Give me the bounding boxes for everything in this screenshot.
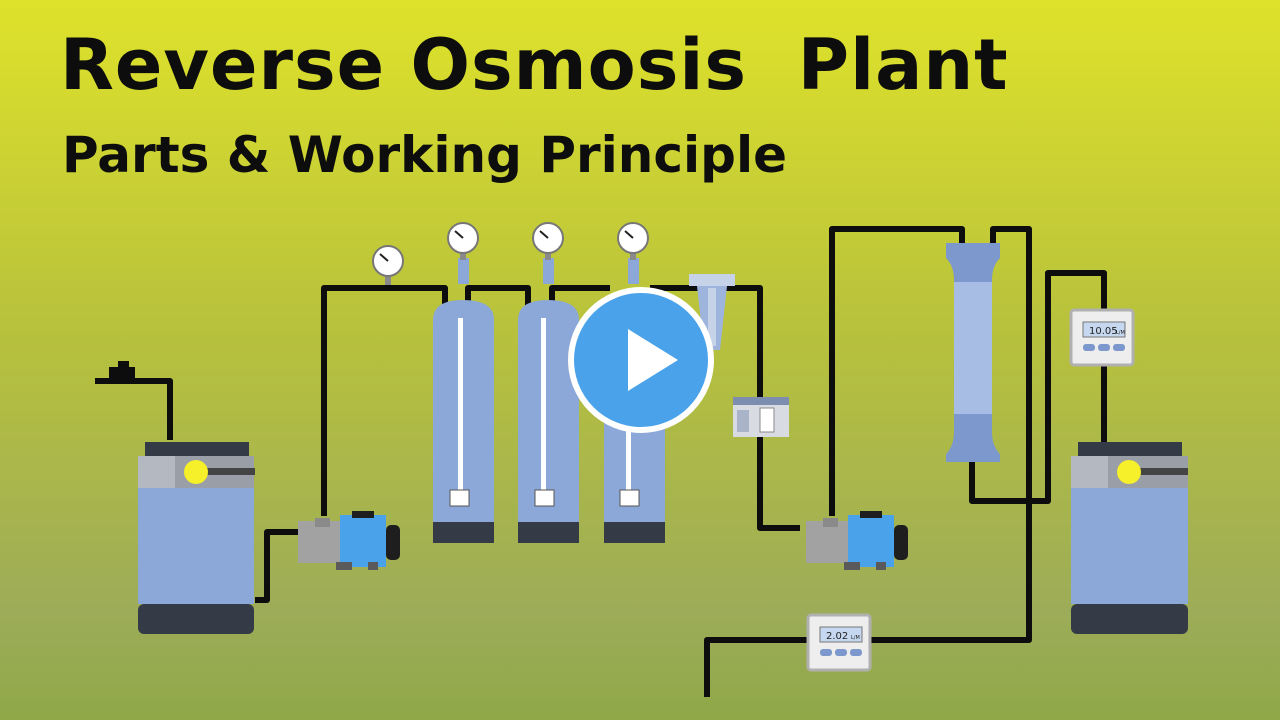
flow-meter-1-unit: L/M bbox=[1116, 330, 1125, 336]
pressure-gauge-icon bbox=[532, 222, 564, 260]
flow-meter-2-value: 2.02 bbox=[826, 631, 848, 642]
page-title: Reverse Osmosis Plant bbox=[60, 24, 1009, 106]
float-ball bbox=[184, 460, 208, 484]
multimedia-filter bbox=[433, 258, 494, 543]
pipe-concentrate bbox=[870, 226, 1032, 643]
feed-pump bbox=[298, 511, 400, 570]
product-water-tank bbox=[1071, 442, 1188, 634]
flow-meter-reject: 2.02 L/M bbox=[806, 613, 872, 672]
pressure-gauge-icon bbox=[372, 245, 404, 285]
pipe-membrane-permeate bbox=[969, 270, 1107, 504]
flow-meter-1-value: 10.05 bbox=[1089, 326, 1118, 337]
flow-meter-permeate: 10.05 L/M bbox=[1069, 308, 1135, 367]
play-icon bbox=[628, 329, 678, 391]
pipe-tank1-to-pump1 bbox=[255, 529, 298, 603]
pipe-pump2-to-membrane bbox=[829, 226, 965, 516]
flow-meter-2-unit: L/M bbox=[851, 635, 860, 641]
pressure-gauge-icon bbox=[447, 222, 479, 260]
play-button[interactable] bbox=[568, 287, 714, 433]
pressure-gauge-icon bbox=[617, 222, 649, 260]
float-ball bbox=[1117, 460, 1141, 484]
ro-membrane bbox=[946, 243, 1000, 462]
pipe-reject-drain bbox=[704, 637, 808, 697]
raw-water-tank bbox=[109, 361, 255, 634]
page-subtitle: Parts & Working Principle bbox=[62, 126, 787, 184]
dosing-unit bbox=[733, 397, 789, 437]
activated-carbon-filter bbox=[518, 258, 579, 543]
pipes bbox=[95, 226, 1107, 697]
high-pressure-pump bbox=[806, 511, 908, 570]
